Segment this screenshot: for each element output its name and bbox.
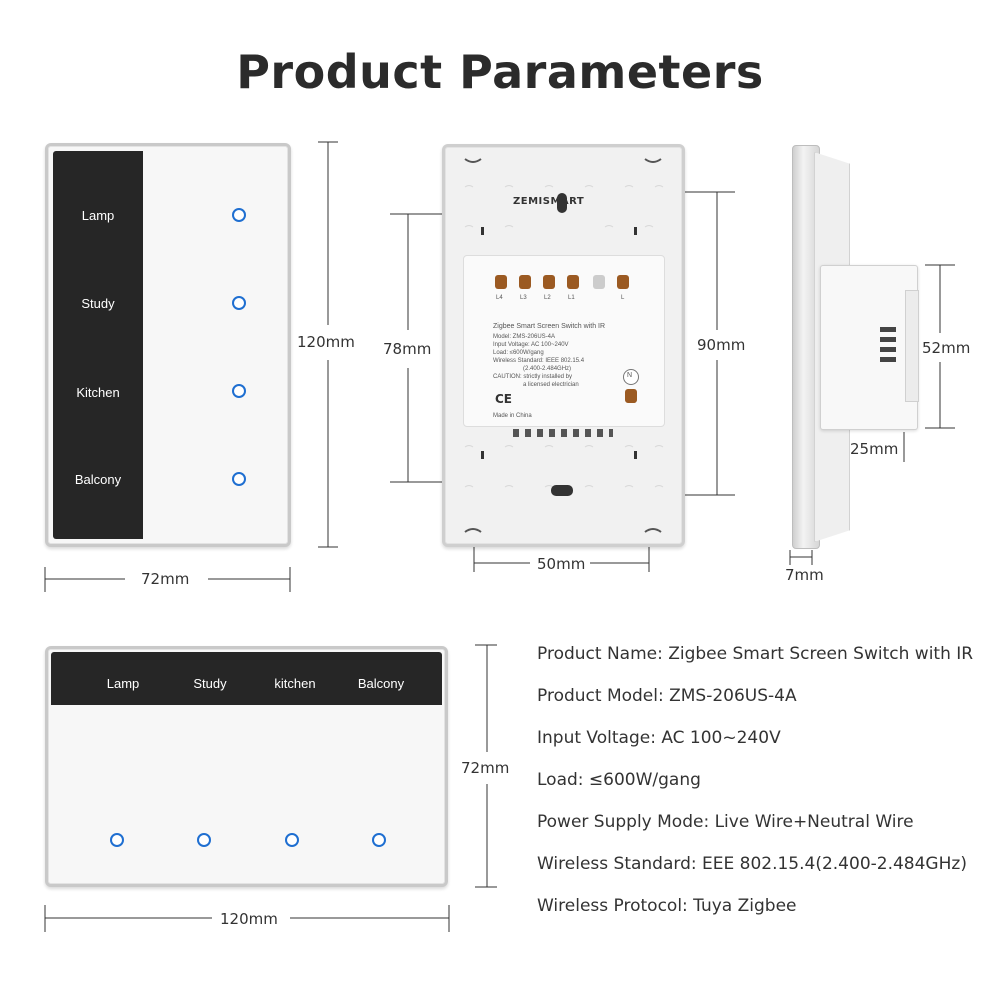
sticker-line-4: Load: ≤600W/gang	[493, 350, 544, 356]
terminal-screw-5	[593, 275, 605, 289]
landscape-label-balcony: Balcony	[357, 676, 405, 691]
spec-product-name: Product Name: Zigbee Smart Screen Switch…	[537, 644, 974, 664]
spec-load: Load: ≤600W/gang	[537, 770, 701, 790]
rear-vents	[513, 429, 613, 437]
terminal-block: L4 L3 L2 L1 L	[487, 271, 639, 311]
side-plate-label: 7mm	[785, 566, 824, 584]
terminal-label-l2: L2	[544, 295, 551, 301]
landscape-label-study: Study	[193, 676, 227, 691]
front-view-panel: Lamp Study Kitchen Balcony	[45, 143, 291, 547]
page-title: Product Parameters	[236, 45, 764, 99]
side-box-height-label: 52mm	[922, 339, 971, 357]
side-depth-label: 25mm	[850, 440, 899, 458]
sticker-line-7: CAUTION: strictly installed by	[493, 374, 573, 380]
touch-indicator-1	[232, 208, 246, 222]
terminal-label-l3: L3	[520, 295, 527, 301]
terminal-screw-3	[543, 275, 555, 289]
landscape-label-lamp: Lamp	[106, 676, 140, 691]
sticker-line-9: Made in China	[493, 413, 532, 419]
landscape-indicator-3	[285, 833, 299, 847]
neutral-terminal-screw	[625, 389, 637, 403]
spec-input-voltage: Input Voltage: AC 100~240V	[537, 728, 781, 748]
landscape-width-label: 120mm	[220, 910, 278, 928]
spec-product-model: Product Model: ZMS-206US-4A	[537, 686, 797, 706]
front-label-kitchen: Kitchen	[76, 385, 120, 400]
front-width-label: 72mm	[141, 570, 190, 588]
sticker-line-3: Input Voltage: AC 100~240V	[493, 342, 569, 348]
landscape-label-strip	[51, 652, 442, 705]
terminal-label-l1: L1	[568, 295, 575, 301]
landscape-indicator-1	[110, 833, 124, 847]
front-height-label: 120mm	[297, 333, 355, 351]
neutral-label: N	[627, 372, 633, 379]
back-view-panel: ZEMISMART L4 L3 L2 L1 L Zigbee Smart Scr…	[442, 144, 685, 547]
landscape-indicator-2	[197, 833, 211, 847]
spec-wireless-protocol: Wireless Protocol: Tuya Zigbee	[537, 896, 797, 916]
front-label-balcony: Balcony	[74, 472, 122, 487]
sticker-line-8: a licensed electrician	[523, 382, 579, 388]
brand-label: ZEMISMART	[513, 196, 585, 207]
landscape-label-kitchen: kitchen	[274, 676, 316, 691]
ce-mark: CE	[495, 392, 513, 406]
spec-power-supply: Power Supply Mode: Live Wire+Neutral Wir…	[537, 812, 914, 832]
sticker-line-5: Wireless Standard: IEEE 802.15.4	[493, 358, 585, 364]
side-view-module-step	[905, 290, 919, 402]
front-label-lamp: Lamp	[81, 208, 115, 223]
terminal-screw-1	[495, 275, 507, 289]
terminal-screw-6	[617, 275, 629, 289]
terminal-label-l4: L4	[496, 295, 503, 301]
back-hole-spacing-label: 90mm	[697, 336, 746, 354]
sticker-line-6: (2.400-2.484GHz)	[523, 366, 572, 372]
landscape-view-panel: Lamp Study kitchen Balcony	[45, 646, 448, 887]
back-width-label: 50mm	[537, 555, 586, 573]
terminal-label-l: L	[621, 295, 625, 301]
terminal-screw-2	[519, 275, 531, 289]
side-view-vents	[880, 327, 896, 367]
neutral-terminal-ring	[623, 369, 639, 385]
landscape-height-label: 72mm	[461, 759, 510, 777]
spec-wireless-standard: Wireless Standard: EEE 802.15.4(2.400-2.…	[537, 854, 967, 874]
touch-indicator-2	[232, 296, 246, 310]
sticker-line-1: Zigbee Smart Screen Switch with IR	[493, 323, 606, 330]
landscape-indicator-4	[372, 833, 386, 847]
side-view-module	[820, 265, 918, 430]
sticker-line-2: Model: ZMS-206US-4A	[493, 334, 556, 340]
touch-indicator-3	[232, 384, 246, 398]
touch-indicator-4	[232, 472, 246, 486]
label-strip	[53, 151, 143, 539]
terminal-screw-4	[567, 275, 579, 289]
front-label-study: Study	[81, 296, 115, 311]
back-inner-height-label: 78mm	[383, 340, 432, 358]
